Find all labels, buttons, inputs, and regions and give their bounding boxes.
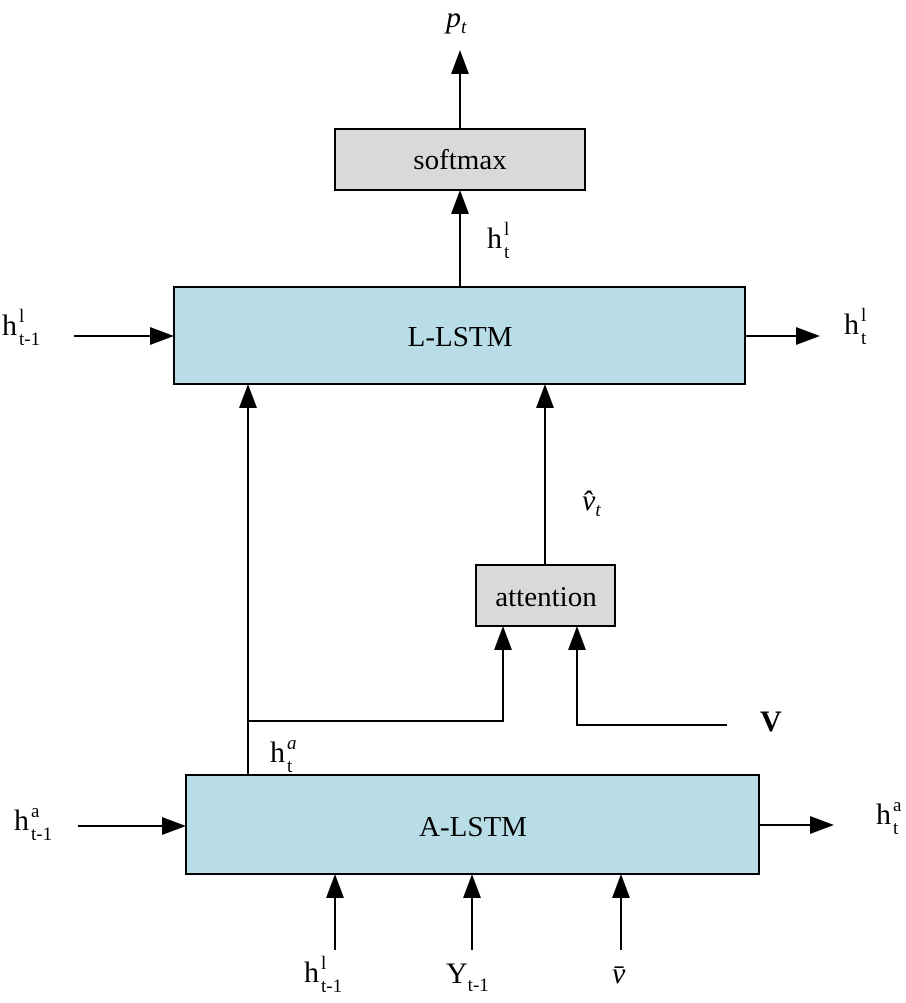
svg-text:h: h	[2, 309, 17, 342]
svg-text:l: l	[19, 306, 24, 327]
arrowhead-pt	[451, 50, 469, 74]
label-ha-prev-in: h a t-1	[14, 801, 52, 845]
svg-text:h: h	[14, 804, 29, 837]
svg-text:h: h	[876, 798, 891, 831]
svg-text:l: l	[321, 953, 326, 974]
label-V: V	[760, 705, 782, 738]
softmax-rect	[334, 128, 586, 191]
l-lstm-box: L-LSTM	[173, 286, 746, 385]
arrowhead-attention-right	[568, 626, 586, 650]
arrowhead-llstm-left	[150, 327, 174, 345]
l-lstm-label: L-LSTM	[408, 321, 513, 353]
label-v-bar: v̄	[612, 957, 626, 990]
label-ha-t-mid: h a t	[270, 733, 297, 777]
arrow-v-to-attention	[576, 648, 727, 726]
svg-text:a: a	[287, 733, 297, 754]
svg-text:a: a	[31, 801, 40, 822]
attention-label: attention	[495, 581, 597, 613]
label-y-prev: Yt-1	[446, 957, 489, 996]
svg-text:t: t	[287, 756, 293, 777]
svg-text:t: t	[893, 818, 899, 839]
arrowhead-alstm-left	[162, 817, 186, 835]
svg-text:h: h	[487, 222, 502, 255]
label-hl-prev-in: h l t-1	[2, 306, 40, 350]
arrowhead-alstm-bottom-1	[326, 874, 344, 898]
label-p-t: pt	[444, 1, 467, 38]
softmax-label: softmax	[413, 144, 507, 176]
svg-text:h: h	[844, 308, 859, 341]
label-v-hat-t: v̂t	[582, 484, 601, 521]
svg-text:t-1: t-1	[321, 976, 342, 997]
a-lstm-rect	[185, 774, 760, 875]
a-lstm-label: A-LSTM	[419, 811, 527, 843]
l-lstm-rect	[173, 286, 746, 385]
a-lstm-box: A-LSTM	[185, 774, 760, 875]
arrowhead-alstm-bottom-2	[463, 874, 481, 898]
label-hl-prev-bottom: h l t-1	[304, 953, 342, 997]
label-hl-t-up: h l t	[487, 219, 510, 263]
arrowhead-alstm-bottom-3	[612, 874, 630, 898]
arrowhead-softmax	[451, 190, 469, 214]
svg-text:h: h	[304, 956, 319, 989]
svg-text:t: t	[861, 328, 867, 349]
svg-text:t-1: t-1	[31, 824, 52, 845]
svg-text:l: l	[504, 219, 509, 240]
arrow-ha-to-attention	[248, 648, 504, 722]
label-hl-t-out: h l t	[844, 305, 867, 349]
svg-text:t-1: t-1	[19, 329, 40, 350]
arrowhead-ha-out	[810, 816, 834, 834]
arrowhead-hl-out	[796, 327, 820, 345]
svg-text:h: h	[270, 736, 285, 769]
arrowhead-attention-left	[494, 626, 512, 650]
svg-text:a: a	[893, 795, 902, 816]
svg-text:t: t	[504, 242, 510, 263]
label-ha-t-out: h a t	[876, 795, 902, 839]
svg-text:l: l	[861, 305, 866, 326]
attention-box: attention	[475, 564, 616, 627]
softmax-box: softmax	[334, 128, 586, 191]
arrowhead-llstm-bottom-left	[239, 384, 257, 408]
arrowhead-llstm-bottom-right	[536, 384, 554, 408]
